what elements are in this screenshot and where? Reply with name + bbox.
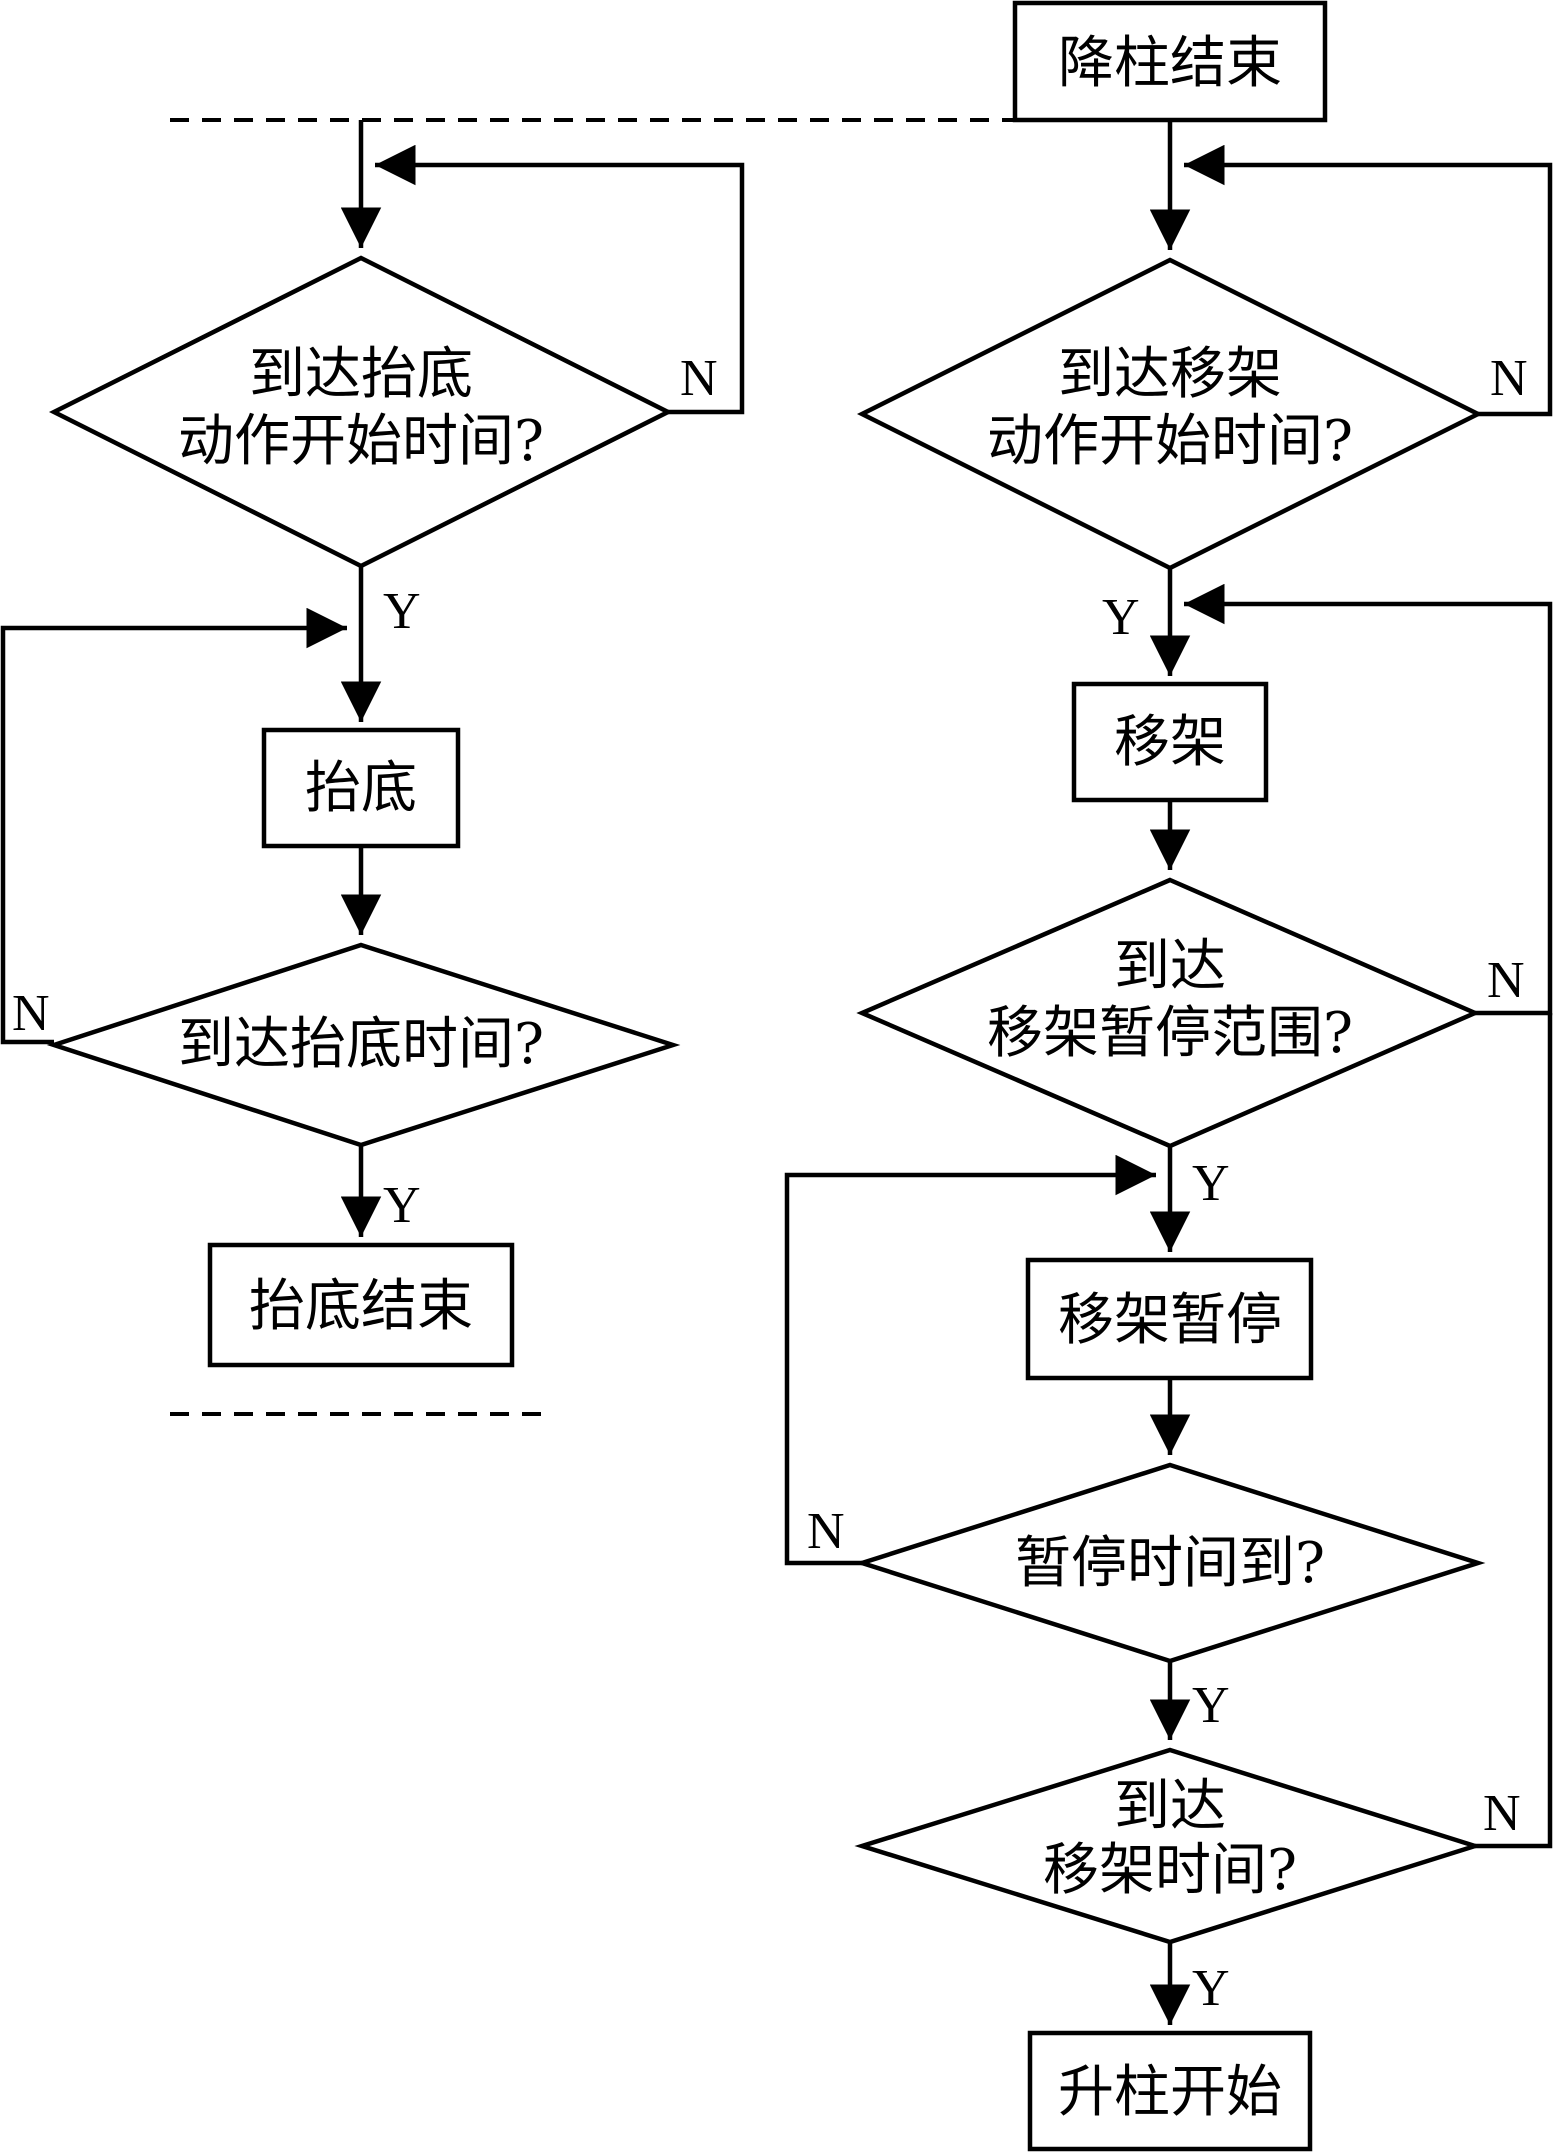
decision-pause-time-label: 暂停时间到? xyxy=(1015,1531,1325,1596)
label-no-pause-time: N xyxy=(807,1503,845,1560)
decision-move-time-line1: 到达 xyxy=(1114,1774,1226,1839)
label-yes-move-time: Y xyxy=(1192,1960,1230,2017)
connector-move-start-no-loop xyxy=(1184,144,1553,417)
label-no-move-start: N xyxy=(1490,350,1528,407)
connector-move-time-no-loop xyxy=(1475,1013,1553,1849)
label-yes-pause-range: Y xyxy=(1192,1155,1230,1212)
process-pause-label: 移架暂停 xyxy=(1058,1288,1282,1353)
label-yes-lift-time: Y xyxy=(383,1177,421,1234)
decision-pause-range-line2: 移架暂停范围? xyxy=(987,1001,1353,1066)
connector-lift-time-no-loop xyxy=(0,607,347,1045)
label-no-lift-time: N xyxy=(12,985,50,1042)
decision-move-time-line2: 移架时间? xyxy=(1043,1838,1297,1903)
decision-pause-range-line1: 到达 xyxy=(1114,934,1226,999)
label-yes-move-start: Y xyxy=(1102,589,1140,646)
decision-lift-start-line2: 动作开始时间? xyxy=(178,409,544,474)
process-move-label: 移架 xyxy=(1114,710,1226,775)
process-lift-end xyxy=(207,1242,515,1368)
label-no-lift-start: N xyxy=(680,350,718,407)
process-lift-end-label: 抬底结束 xyxy=(249,1274,473,1339)
decision-lift-time-label: 到达抬底时间? xyxy=(178,1012,544,1077)
decision-lift-start-line1: 到达抬底 xyxy=(249,342,473,407)
move-flow: 降柱结束 到达移架 动作开始时间? N Y 移架 到达 移架暂停范围? N Y … xyxy=(784,0,1553,2152)
process-end-lowering-label: 降柱结束 xyxy=(1058,31,1282,96)
decision-move-start-line1: 到达移架 xyxy=(1058,342,1282,407)
process-lift-label: 抬底 xyxy=(305,756,417,821)
process-raise-start xyxy=(1027,2030,1313,2152)
label-yes-pause-time: Y xyxy=(1192,1677,1230,1734)
process-raise-start-label: 升柱开始 xyxy=(1058,2060,1282,2125)
connector-lift-start-no-loop xyxy=(375,144,745,415)
lift-flow: 到达抬底 动作开始时间? N Y 抬底 到达抬底时间? N Y 抬底结束 xyxy=(0,120,745,1368)
connector-pause-time-no-loop xyxy=(784,1154,1156,1566)
label-no-move-time: N xyxy=(1483,1785,1521,1842)
connector-pause-range-no-loop xyxy=(1184,583,1553,1016)
label-yes-lift-start: Y xyxy=(383,583,421,640)
label-no-pause-range: N xyxy=(1487,952,1525,1009)
process-move xyxy=(1071,681,1269,803)
decision-move-start-line2: 动作开始时间? xyxy=(987,409,1353,474)
process-lift xyxy=(261,727,461,849)
